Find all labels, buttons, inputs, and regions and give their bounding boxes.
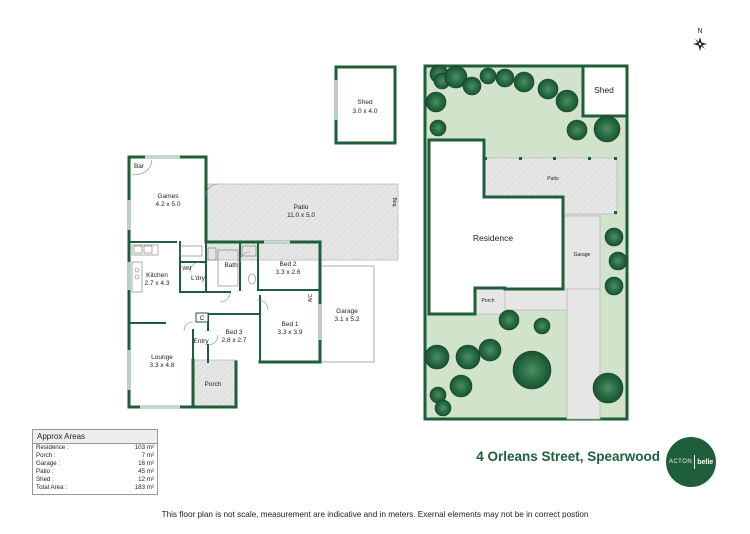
logo-text-right: belle: [697, 458, 714, 466]
areas-label: Residence :: [36, 444, 69, 451]
areas-value: 12 m²: [138, 476, 154, 483]
room-bar-name: Bar: [134, 163, 145, 170]
site-residence-label: Residence: [473, 233, 513, 243]
room-bed2-dims: 3.3 x 2.6: [276, 269, 301, 276]
compass-north-label: N: [697, 28, 702, 35]
room-lounge-name: Lounge: [151, 354, 173, 361]
floor-plan: Shed 3.0 x 4.0 Bar Games 4.2 x 5.0 Patio…: [127, 65, 399, 409]
room-bed2-name: Bed 2: [280, 261, 297, 268]
areas-value: 103 m²: [134, 444, 154, 451]
areas-row-garage: Garage : 16 m²: [33, 460, 157, 468]
room-bath-name: Bath: [224, 262, 238, 269]
agency-logo: ACTON belle: [666, 437, 716, 487]
site-porch-label: Porch: [481, 298, 494, 304]
site-shed-label: Shed: [594, 85, 614, 95]
site-garage-area: [562, 215, 601, 290]
patio-area: [205, 183, 399, 261]
room-bed3-dims: 2.8 x 2.7: [222, 337, 247, 344]
porch-area: [192, 359, 237, 408]
compass-icon: N: [693, 28, 707, 51]
areas-value: 16 m²: [138, 460, 154, 467]
areas-row-shed: Shed : 12 m²: [33, 476, 157, 484]
areas-label: Patio :: [36, 468, 54, 475]
areas-row-porch: Porch : 7 m²: [33, 452, 157, 460]
room-kitchen-dims: 2.7 x 4.3: [145, 280, 170, 287]
areas-value: 45 m²: [138, 468, 154, 475]
approx-areas-title: Approx Areas: [33, 430, 157, 444]
areas-label: Total Area :: [36, 484, 67, 491]
site-plan: Shed Patio Residence Garage Porch: [423, 64, 629, 421]
room-lounge-dims: 3.3 x 4.8: [150, 362, 175, 369]
room-patio-name: Patio: [294, 204, 309, 211]
room-ac-name: A/C: [308, 293, 314, 302]
areas-row-total: Total Area : 183 m²: [33, 484, 157, 492]
areas-value: 183 m²: [134, 484, 154, 491]
room-wm-name: WM: [183, 266, 192, 272]
bar-counter: [131, 159, 153, 176]
areas-label: Shed :: [36, 476, 54, 483]
shed-outline: [334, 65, 397, 145]
areas-label: Garage :: [36, 460, 61, 467]
room-shed-name: Shed: [357, 99, 373, 106]
room-garage-dims: 3.1 x 5.2: [335, 316, 360, 323]
site-trees: [424, 64, 628, 417]
disclaimer-text: This floor plan is not scale, measuremen…: [161, 510, 589, 519]
room-games-dims: 4.2 x 5.0: [156, 201, 181, 208]
room-bed1-name: Bed 1: [282, 321, 299, 328]
room-bed3-name: Bed 3: [226, 329, 243, 336]
areas-label: Porch :: [36, 452, 56, 459]
areas-value: 7 m²: [141, 452, 154, 459]
logo-divider: [694, 455, 696, 469]
room-entry-name: Entry: [193, 338, 209, 345]
room-bbq-name: Bbq: [391, 198, 397, 207]
site-residence-outline: [427, 138, 565, 316]
logo-text-left: ACTON: [668, 459, 693, 465]
areas-row-patio: Patio : 45 m²: [33, 468, 157, 476]
room-kitchen-name: Kitchen: [146, 272, 168, 279]
property-address: 4 Orleans Street, Spearwood: [476, 449, 660, 464]
approx-areas-table: Approx Areas Residence : 103 m² Porch : …: [32, 429, 158, 495]
room-porch-name: Porch: [205, 381, 222, 388]
site-patio-label: Patio: [547, 176, 559, 182]
room-garage-name: Garage: [336, 308, 358, 315]
room-bed1-dims: 3.3 x 3.9: [278, 329, 303, 336]
room-c-name: C: [200, 315, 205, 322]
areas-row-residence: Residence : 103 m²: [33, 444, 157, 452]
site-garage-label: Garage: [574, 252, 591, 258]
room-patio-dims: 11.0 x 5.0: [287, 212, 315, 219]
room-games-name: Games: [158, 193, 180, 200]
room-ldry-name: L'dry: [191, 275, 206, 282]
room-shed-dims: 3.0 x 4.0: [353, 108, 378, 115]
garage-area: [320, 265, 375, 363]
